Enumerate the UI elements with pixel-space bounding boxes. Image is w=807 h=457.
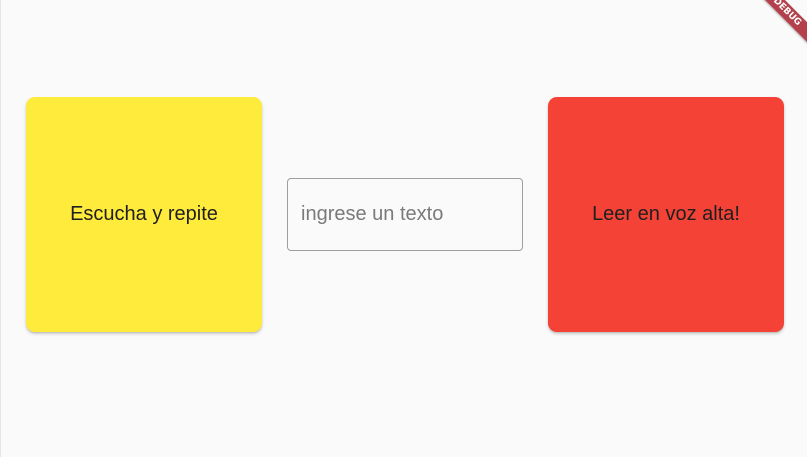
leer-en-voz-alta-button[interactable]: Leer en voz alta!: [548, 97, 784, 332]
debug-banner: DEBUG: [747, 0, 807, 60]
leer-en-voz-alta-label: Leer en voz alta!: [592, 203, 740, 225]
escucha-y-repite-button[interactable]: Escucha y repite: [26, 97, 262, 332]
escucha-y-repite-label: Escucha y repite: [70, 203, 218, 225]
text-input-field[interactable]: [287, 178, 523, 251]
text-input-container: [287, 178, 523, 251]
debug-banner-label: DEBUG: [750, 0, 807, 49]
